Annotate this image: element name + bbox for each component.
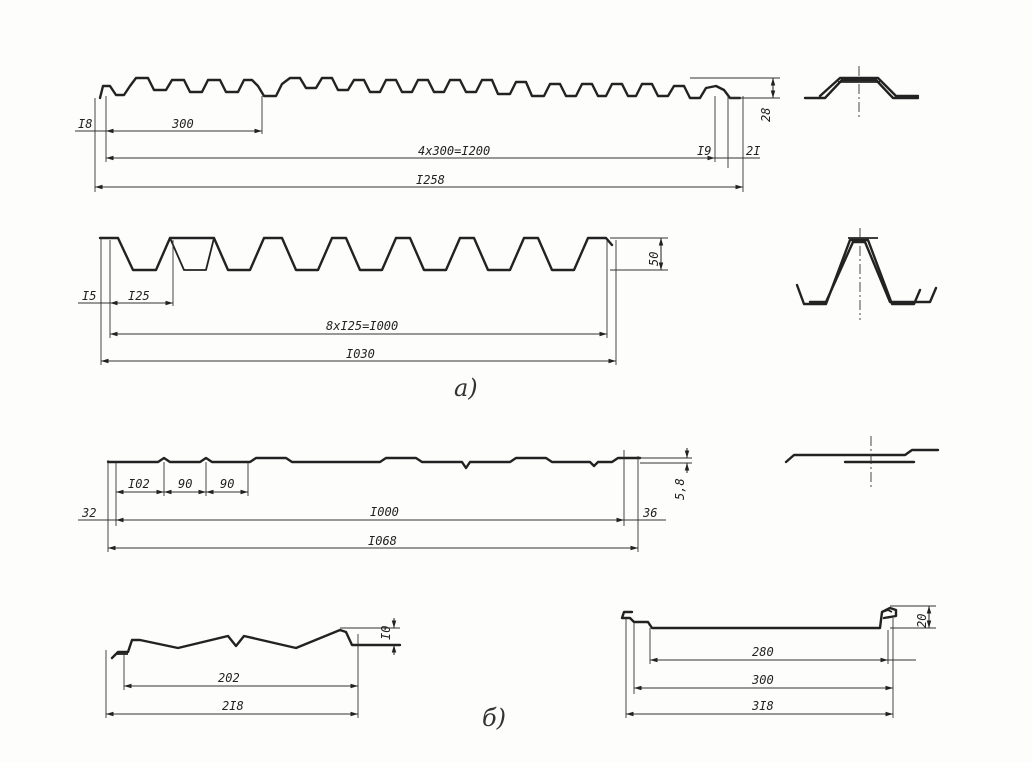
profile-3: I02 90 90 32 I000 36 I068 5,8 <box>78 448 692 552</box>
p5-dim-overall: 3I8 <box>751 699 774 713</box>
p3-dim-first: I02 <box>128 477 150 491</box>
p3-dim-edge-right: 36 <box>642 506 657 520</box>
profile-5-outline <box>620 606 898 630</box>
figure-b-label: б) <box>482 704 506 732</box>
p1-dim-pitch: 300 <box>171 117 194 131</box>
p3-dim-middle: I000 <box>370 505 399 519</box>
profile-5: 280 300 3I8 20 <box>620 605 936 718</box>
p3-dim-second: 90 <box>178 477 192 491</box>
p1-dim-height: 28 <box>759 108 773 122</box>
p5-dim-middle: 300 <box>751 673 774 687</box>
p2-dim-height: 50 <box>647 252 661 266</box>
p3-dim-overall: I068 <box>368 534 397 548</box>
profile-4: 202 2I8 I0 <box>105 618 402 718</box>
p3-dim-height: 5,8 <box>673 478 687 500</box>
profile-1-outline <box>98 76 742 100</box>
p1-dim-overall: I258 <box>416 173 445 187</box>
p4-dim-height: I0 <box>379 626 393 640</box>
profile-1: I8 300 4x300=I200 I9 2I I258 28 <box>75 76 780 192</box>
p2-dim-overall: I030 <box>346 347 375 361</box>
figure-a-label: а) <box>454 374 478 402</box>
p2-dim-pitch: I25 <box>128 289 150 303</box>
p1-dim-edge-right2: 2I <box>746 144 760 158</box>
p2-dim-total-pitch: 8xI25=I000 <box>326 319 398 333</box>
profile-3-detail <box>784 436 940 490</box>
profile-1-detail <box>803 66 920 120</box>
p2-dim-edge-left: I5 <box>82 289 96 303</box>
profile-3-outline <box>106 456 642 470</box>
profile-2-detail <box>795 228 938 320</box>
p4-dim-inner: 202 <box>218 671 240 685</box>
p1-dim-edge-left: I8 <box>78 117 92 131</box>
profile-4-outline <box>110 628 402 660</box>
p5-dim-height: 20 <box>915 614 929 628</box>
p5-dim-inner: 280 <box>752 645 774 659</box>
profile-2: I5 I25 8xI25=I000 I030 50 <box>78 236 668 365</box>
p3-dim-edge-left: 32 <box>81 506 96 520</box>
p1-dim-total-pitch: 4x300=I200 <box>418 144 490 158</box>
p1-dim-edge-right1: I9 <box>697 144 711 158</box>
p3-dim-third: 90 <box>220 477 234 491</box>
profile-2-outline <box>98 236 614 272</box>
p4-dim-overall: 2I8 <box>222 699 244 713</box>
